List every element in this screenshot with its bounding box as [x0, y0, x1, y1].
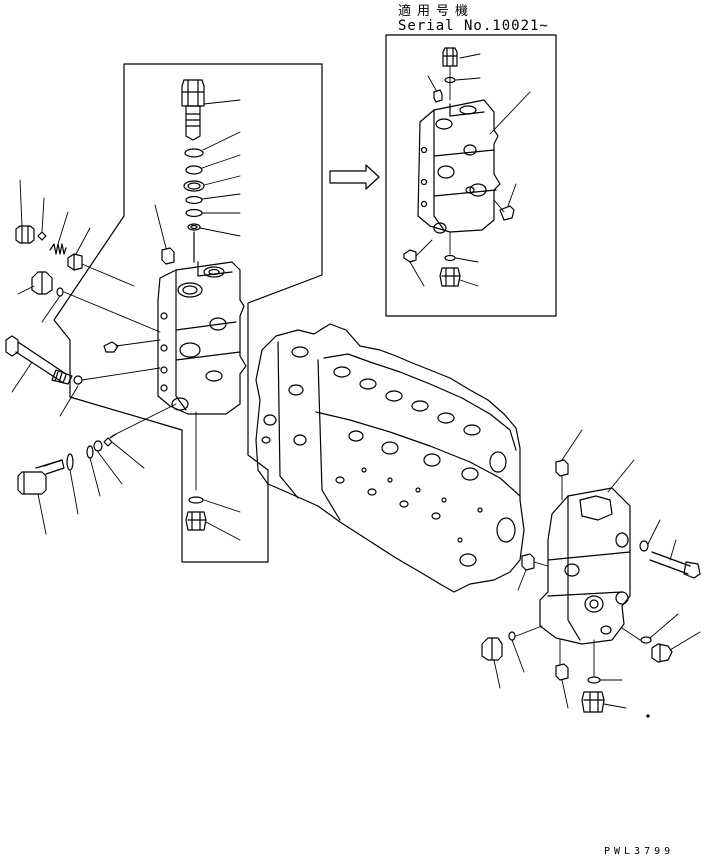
right-top-plug-icon	[555, 459, 569, 477]
right-valve-section-body	[539, 487, 631, 645]
small-seal-icon	[37, 231, 47, 241]
relief-valve-cap-icon	[181, 79, 205, 141]
right-bottom-plug-icon	[581, 691, 605, 713]
check-valve-icon	[31, 271, 53, 295]
left-valve-section-body	[157, 261, 247, 415]
long-bolt-icon	[5, 335, 73, 385]
bottom-plug-icon	[185, 511, 207, 531]
inset-small-plug-icon	[433, 89, 443, 103]
callout-leaders	[199, 99, 241, 237]
plug-left-icon	[15, 225, 35, 244]
right-small-pin-icon	[521, 553, 535, 571]
o-ring-stack	[183, 148, 205, 231]
spring-icon	[49, 243, 67, 255]
inset-side-plug-icon	[403, 249, 417, 263]
inset-bolt-icon	[499, 205, 515, 221]
callout-leaders-lower-left	[37, 441, 145, 535]
inset-cap-plug-icon	[442, 47, 458, 67]
inset-bottom-plug-icon	[439, 267, 461, 287]
inset-valve-section-body	[417, 99, 501, 234]
right-bottom-small-plug-icon	[555, 663, 569, 681]
right-left-plug-icon	[481, 637, 503, 661]
spool-plug-icon	[17, 459, 65, 495]
applicable-serial-heading-jp: 適用号機	[398, 4, 475, 19]
main-control-valve-block	[255, 323, 525, 593]
inset-arrow	[329, 164, 380, 190]
applicable-serial-number: Serial No.10021~	[398, 18, 549, 34]
serial-inset-frame	[385, 34, 557, 317]
small-plug-icon	[161, 247, 175, 265]
drawing-code: PWL3799	[604, 846, 675, 857]
right-long-bolt-icon	[649, 551, 701, 579]
right-side-plug-icon	[651, 643, 673, 663]
pin-icon	[103, 341, 119, 353]
assembly-group-outline	[53, 63, 323, 563]
valve-poppet-icon	[67, 253, 83, 271]
